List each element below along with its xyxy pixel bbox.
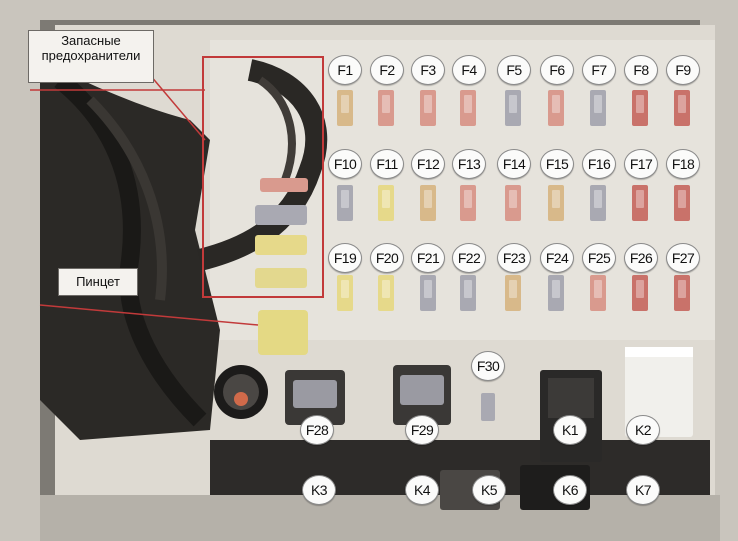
- fuse-f23: [505, 275, 521, 311]
- fuse-badge-f3: F3: [411, 55, 445, 85]
- fuse-badge-f9: F9: [666, 55, 700, 85]
- fuse-f7: [590, 90, 606, 126]
- fuse-badge-f22: F22: [452, 243, 486, 273]
- fuse-badge-f24: F24: [540, 243, 574, 273]
- relay-badge-k2: K2: [626, 415, 660, 445]
- fuse-badge-f28: F28: [300, 415, 334, 445]
- fuse-badge-f6: F6: [540, 55, 574, 85]
- fuse-badge-f5: F5: [497, 55, 531, 85]
- fuse-badge-f15: F15: [540, 149, 574, 179]
- tweezers-label: Пинцет: [58, 268, 138, 296]
- fuse-badge-f16: F16: [582, 149, 616, 179]
- fuse-badge-f25: F25: [582, 243, 616, 273]
- fuse-f2: [378, 90, 394, 126]
- fuse-f27: [674, 275, 690, 311]
- fuse-badge-f27: F27: [666, 243, 700, 273]
- fuse-badge-f19: F19: [328, 243, 362, 273]
- fuse-badge-f20: F20: [370, 243, 404, 273]
- fuse-f11: [378, 185, 394, 221]
- fuse-badge-f29: F29: [405, 415, 439, 445]
- relay-badge-k1: K1: [553, 415, 587, 445]
- relay-badge-k5: K5: [472, 475, 506, 505]
- fuse-badge-f1: F1: [328, 55, 362, 85]
- fuse-badge-f13: F13: [452, 149, 486, 179]
- fuse-f16: [590, 185, 606, 221]
- fuse-f18: [674, 185, 690, 221]
- fuse-f24: [548, 275, 564, 311]
- relay-badge-k6: K6: [553, 475, 587, 505]
- fuse-f26: [632, 275, 648, 311]
- fuse-badge-f23: F23: [497, 243, 531, 273]
- fuse-f19: [337, 275, 353, 311]
- fuse-badge-f11: F11: [370, 149, 404, 179]
- spare-fuses-label: Запасные предохранители: [28, 30, 154, 83]
- fuse-f8: [632, 90, 648, 126]
- fuse-f9: [674, 90, 690, 126]
- relay-badge-k3: K3: [302, 475, 336, 505]
- fuse-f5: [505, 90, 521, 126]
- fuse-badge-f21: F21: [411, 243, 445, 273]
- relay-badge-k4: K4: [405, 475, 439, 505]
- fuse-f15: [548, 185, 564, 221]
- fuse-f3: [420, 90, 436, 126]
- fuse-f10: [337, 185, 353, 221]
- fuse-f4: [460, 90, 476, 126]
- fuse-f17: [632, 185, 648, 221]
- fuse-f12: [420, 185, 436, 221]
- fuse-f22: [460, 275, 476, 311]
- relay-badge-k7: K7: [626, 475, 660, 505]
- fuse-badge-f14: F14: [497, 149, 531, 179]
- fuse-badge-f4: F4: [452, 55, 486, 85]
- fuse-badge-f2: F2: [370, 55, 404, 85]
- fuse-badge-f10: F10: [328, 149, 362, 179]
- fuse-f14: [505, 185, 521, 221]
- fuse-badge-f8: F8: [624, 55, 658, 85]
- fuse-f6: [548, 90, 564, 126]
- fuse-f20: [378, 275, 394, 311]
- fuse-badge-f7: F7: [582, 55, 616, 85]
- fuse-f13: [460, 185, 476, 221]
- fuse-badge-f26: F26: [624, 243, 658, 273]
- fuse-badge-f30: F30: [471, 351, 505, 381]
- fuse-f21: [420, 275, 436, 311]
- fuse-f25: [590, 275, 606, 311]
- fuse-badge-f18: F18: [666, 149, 700, 179]
- fuse-badge-f12: F12: [411, 149, 445, 179]
- fuse-f1: [337, 90, 353, 126]
- fuse-badge-f17: F17: [624, 149, 658, 179]
